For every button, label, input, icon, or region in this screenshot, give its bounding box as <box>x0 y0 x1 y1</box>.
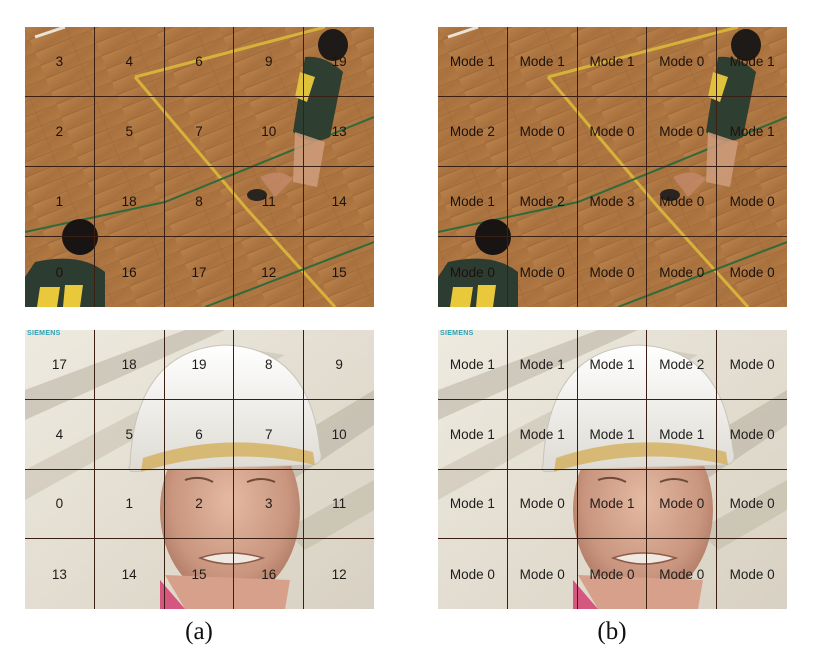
block-index-cell: 5 <box>94 97 165 167</box>
block-mode-cell: Mode 2 <box>438 97 508 167</box>
caption-b: (b) <box>597 618 627 645</box>
block-mode-cell: Mode 1 <box>717 27 787 97</box>
block-mode-cell: Mode 0 <box>578 539 648 609</box>
block-mode-cell: Mode 0 <box>717 400 787 470</box>
block-index-cell: 8 <box>164 167 235 237</box>
block-index-cell: 2 <box>164 469 235 540</box>
block-index-cell: 6 <box>164 399 235 470</box>
block-index-cell: 17 <box>165 237 235 307</box>
block-mode-cell: Mode 0 <box>647 27 718 97</box>
block-index-cell: 1 <box>25 167 95 237</box>
block-mode-cell: Mode 0 <box>577 97 648 167</box>
block-mode-cell: Mode 0 <box>438 539 508 609</box>
block-mode-cell: Mode 0 <box>647 167 718 237</box>
block-mode-cell: Mode 0 <box>647 469 718 540</box>
block-index-cell: 0 <box>25 237 95 307</box>
block-mode-cell: Mode 2 <box>507 167 578 237</box>
block-mode-cell: Mode 0 <box>647 539 718 609</box>
block-mode-cell: Mode 2 <box>647 330 718 400</box>
block-mode-cell: Mode 1 <box>577 469 648 540</box>
block-mode-cell: Mode 1 <box>438 330 508 400</box>
block-index-cell: 16 <box>95 237 165 307</box>
block-index-cell: 8 <box>234 330 305 400</box>
block-mode-cell: Mode 0 <box>717 330 787 400</box>
block-index-cell: 12 <box>234 237 305 307</box>
block-index-cell: 11 <box>304 470 374 540</box>
basketball-court-image <box>438 27 787 307</box>
block-mode-cell: Mode 0 <box>508 237 578 307</box>
block-index-cell: 0 <box>25 469 95 540</box>
block-index-cell: 3 <box>234 469 305 540</box>
block-index-cell: 13 <box>304 97 374 167</box>
basketball-court-image <box>25 27 374 307</box>
block-mode-cell: Mode 0 <box>647 237 718 307</box>
block-mode-cell: Mode 0 <box>438 237 508 307</box>
block-mode-cell: Mode 0 <box>507 97 578 167</box>
block-mode-cell: Mode 0 <box>717 167 787 237</box>
block-index-cell: 7 <box>164 97 235 167</box>
block-index-cell: 1 <box>94 469 165 540</box>
block-index-cell: 12 <box>331 566 347 582</box>
block-mode-cell: Mode 1 <box>647 399 718 470</box>
block-index-cell: 11 <box>234 167 305 237</box>
block-index-cell: 19 <box>164 330 235 400</box>
block-mode-cell: Mode 1 <box>577 330 648 400</box>
foreman-image <box>438 330 787 609</box>
caption-a: (a) <box>185 618 213 645</box>
block-mode-cell: Mode 1 <box>577 27 648 97</box>
block-index-cell: 9 <box>234 27 305 97</box>
foreman-image <box>25 330 374 609</box>
block-mode-cell: Mode 0 <box>578 237 648 307</box>
block-index-cell: 4 <box>94 27 165 97</box>
block-index-cell: 4 <box>25 399 95 470</box>
block-index-cell: 15 <box>331 264 347 280</box>
block-index-cell: 2 <box>25 97 95 167</box>
block-mode-cell: Mode 1 <box>507 399 578 470</box>
block-index-cell: 13 <box>25 539 95 609</box>
block-index-cell: 14 <box>95 539 165 609</box>
block-mode-cell: Mode 1 <box>438 27 508 97</box>
block-index-cell: 16 <box>234 539 305 609</box>
block-mode-cell: Mode 1 <box>438 167 508 237</box>
block-index-cell: 9 <box>304 330 374 400</box>
block-mode-cell: Mode 0 <box>508 539 578 609</box>
block-mode-cell: Mode 1 <box>507 330 578 400</box>
block-index-cell: 10 <box>234 97 305 167</box>
block-index-cell: 18 <box>94 330 165 400</box>
block-mode-cell: Mode 1 <box>438 469 508 540</box>
block-index-cell: 18 <box>94 167 165 237</box>
block-index-cell: 5 <box>94 399 165 470</box>
block-mode-cell: Mode 1 <box>577 399 648 470</box>
block-index-cell: 14 <box>304 167 374 237</box>
block-mode-cell: Mode 3 <box>577 167 648 237</box>
siemens-logo: SIEMENS <box>440 330 474 337</box>
block-index-cell: 7 <box>234 399 305 470</box>
block-index-cell: 10 <box>304 400 374 470</box>
block-mode-cell: Mode 0 <box>729 566 775 582</box>
block-mode-cell: Mode 0 <box>507 469 578 540</box>
siemens-logo: SIEMENS <box>27 330 61 337</box>
block-index-cell: 19 <box>304 27 374 97</box>
block-mode-cell: Mode 0 <box>717 470 787 540</box>
block-index-cell: 15 <box>165 539 235 609</box>
block-mode-cell: Mode 0 <box>647 97 718 167</box>
block-mode-cell: Mode 0 <box>729 264 775 280</box>
block-index-cell: 17 <box>25 330 95 400</box>
block-mode-cell: Mode 1 <box>507 27 578 97</box>
block-mode-cell: Mode 1 <box>717 97 787 167</box>
block-mode-cell: Mode 1 <box>438 399 508 470</box>
block-index-cell: 3 <box>25 27 95 97</box>
block-index-cell: 6 <box>164 27 235 97</box>
